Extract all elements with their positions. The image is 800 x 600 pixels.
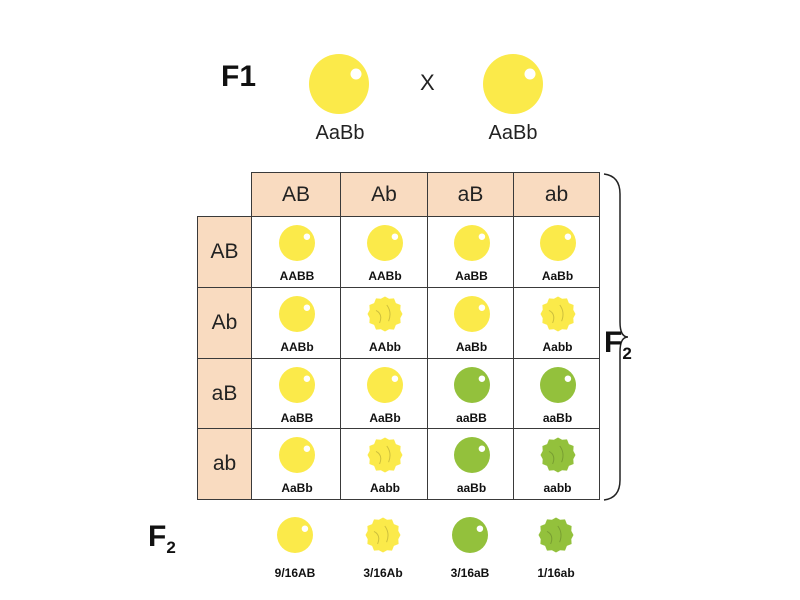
cell-genotype: aaBB bbox=[456, 411, 487, 425]
f2-bracket bbox=[603, 173, 629, 501]
summary-ratio: 3/16Ab bbox=[363, 566, 403, 580]
pea-yellow-round bbox=[367, 225, 403, 261]
cell-genotype: AaBB bbox=[455, 269, 488, 283]
pea-yellow-round bbox=[279, 437, 315, 473]
punnett-cell: Aabb bbox=[513, 287, 600, 359]
f2-bracket-subscript: 2 bbox=[622, 344, 632, 363]
column-gamete-aB: aB bbox=[427, 172, 514, 217]
parent-right-genotype: AaBb bbox=[488, 122, 538, 144]
pea-green-round bbox=[453, 437, 490, 473]
punnett-cell: aaBb bbox=[427, 428, 514, 500]
cell-genotype: AaBb bbox=[281, 481, 313, 495]
pea-yellow-wrinkled bbox=[540, 296, 575, 332]
pea-green-round bbox=[539, 367, 576, 403]
punnett-cell: AaBb bbox=[251, 428, 341, 500]
cell-genotype: AaBb bbox=[541, 269, 574, 283]
punnett-cell: AaBb bbox=[340, 358, 428, 429]
column-gamete-Ab: Ab bbox=[340, 172, 428, 217]
pea-yellow-round bbox=[453, 225, 490, 261]
cell-genotype: aabb bbox=[543, 481, 572, 495]
column-gamete-ab: ab bbox=[513, 172, 600, 217]
pea-yellow-round bbox=[279, 296, 315, 332]
f2-summary-letter: F bbox=[148, 520, 167, 553]
pea-yellow-round bbox=[453, 296, 490, 332]
parent-right-pea bbox=[483, 54, 543, 114]
summary-pea-yellow-round bbox=[277, 517, 313, 553]
cross-symbol: X bbox=[420, 70, 435, 95]
pea-green-wrinkled bbox=[540, 437, 575, 473]
punnett-cell: AaBb bbox=[427, 287, 514, 359]
f2-bracket-label: F2 bbox=[604, 326, 632, 364]
cell-genotype: Aabb bbox=[370, 481, 400, 495]
f2-summary-subscript: 2 bbox=[166, 538, 176, 557]
punnett-cell: AaBb bbox=[513, 216, 600, 288]
punnett-cell: AaBB bbox=[251, 358, 341, 429]
summary-pea-green-round bbox=[452, 517, 488, 553]
punnett-cell: AABb bbox=[340, 216, 428, 288]
cell-genotype: AaBb bbox=[369, 411, 401, 425]
cell-genotype: AaBb bbox=[455, 340, 488, 354]
punnett-cell: AAbb bbox=[340, 287, 428, 359]
cell-genotype: AAbb bbox=[369, 340, 401, 354]
summary-pea-yellow-wrinkled bbox=[365, 517, 401, 553]
cell-genotype: aaBb bbox=[542, 411, 573, 425]
punnett-cell: aabb bbox=[513, 428, 600, 500]
pea-yellow-round bbox=[539, 225, 576, 261]
summary-ratio: 1/16ab bbox=[537, 566, 575, 580]
row-gamete-AB: AB bbox=[197, 216, 252, 288]
parent-left-pea bbox=[309, 54, 369, 114]
punnett-cell: Aabb bbox=[340, 428, 428, 500]
cell-genotype: Aabb bbox=[542, 340, 573, 354]
f2-bracket-letter: F bbox=[604, 326, 623, 359]
summary-ratio: 9/16AB bbox=[274, 566, 316, 580]
punnett-cell: AaBB bbox=[427, 216, 514, 288]
pea-yellow-wrinkled bbox=[367, 437, 403, 473]
cell-genotype: aaBb bbox=[456, 481, 487, 495]
cell-genotype: AABB bbox=[279, 269, 315, 283]
punnett-cell: aaBB bbox=[427, 358, 514, 429]
column-gamete-AB: AB bbox=[251, 172, 341, 217]
f1-label: F1 bbox=[221, 60, 257, 93]
pea-yellow-round bbox=[279, 225, 315, 261]
summary-ratio: 3/16aB bbox=[450, 566, 490, 580]
punnett-cell: aaBb bbox=[513, 358, 600, 429]
cell-genotype: AABb bbox=[368, 269, 402, 283]
parent-left-genotype: AaBb bbox=[315, 122, 365, 144]
pea-yellow-round bbox=[367, 367, 403, 403]
pea-yellow-wrinkled bbox=[367, 296, 403, 332]
cell-genotype: AABb bbox=[280, 340, 314, 354]
cell-genotype: AaBB bbox=[280, 411, 314, 425]
row-gamete-Ab: Ab bbox=[197, 287, 252, 359]
punnett-cell: AABB bbox=[251, 216, 341, 288]
row-gamete-ab: ab bbox=[197, 428, 252, 500]
pea-green-round bbox=[453, 367, 490, 403]
pea-yellow-round bbox=[279, 367, 315, 403]
f2-summary-label: F2 bbox=[148, 520, 176, 558]
punnett-cell: AABb bbox=[251, 287, 341, 359]
summary-pea-green-wrinkled bbox=[538, 517, 574, 553]
row-gamete-aB: aB bbox=[197, 358, 252, 429]
